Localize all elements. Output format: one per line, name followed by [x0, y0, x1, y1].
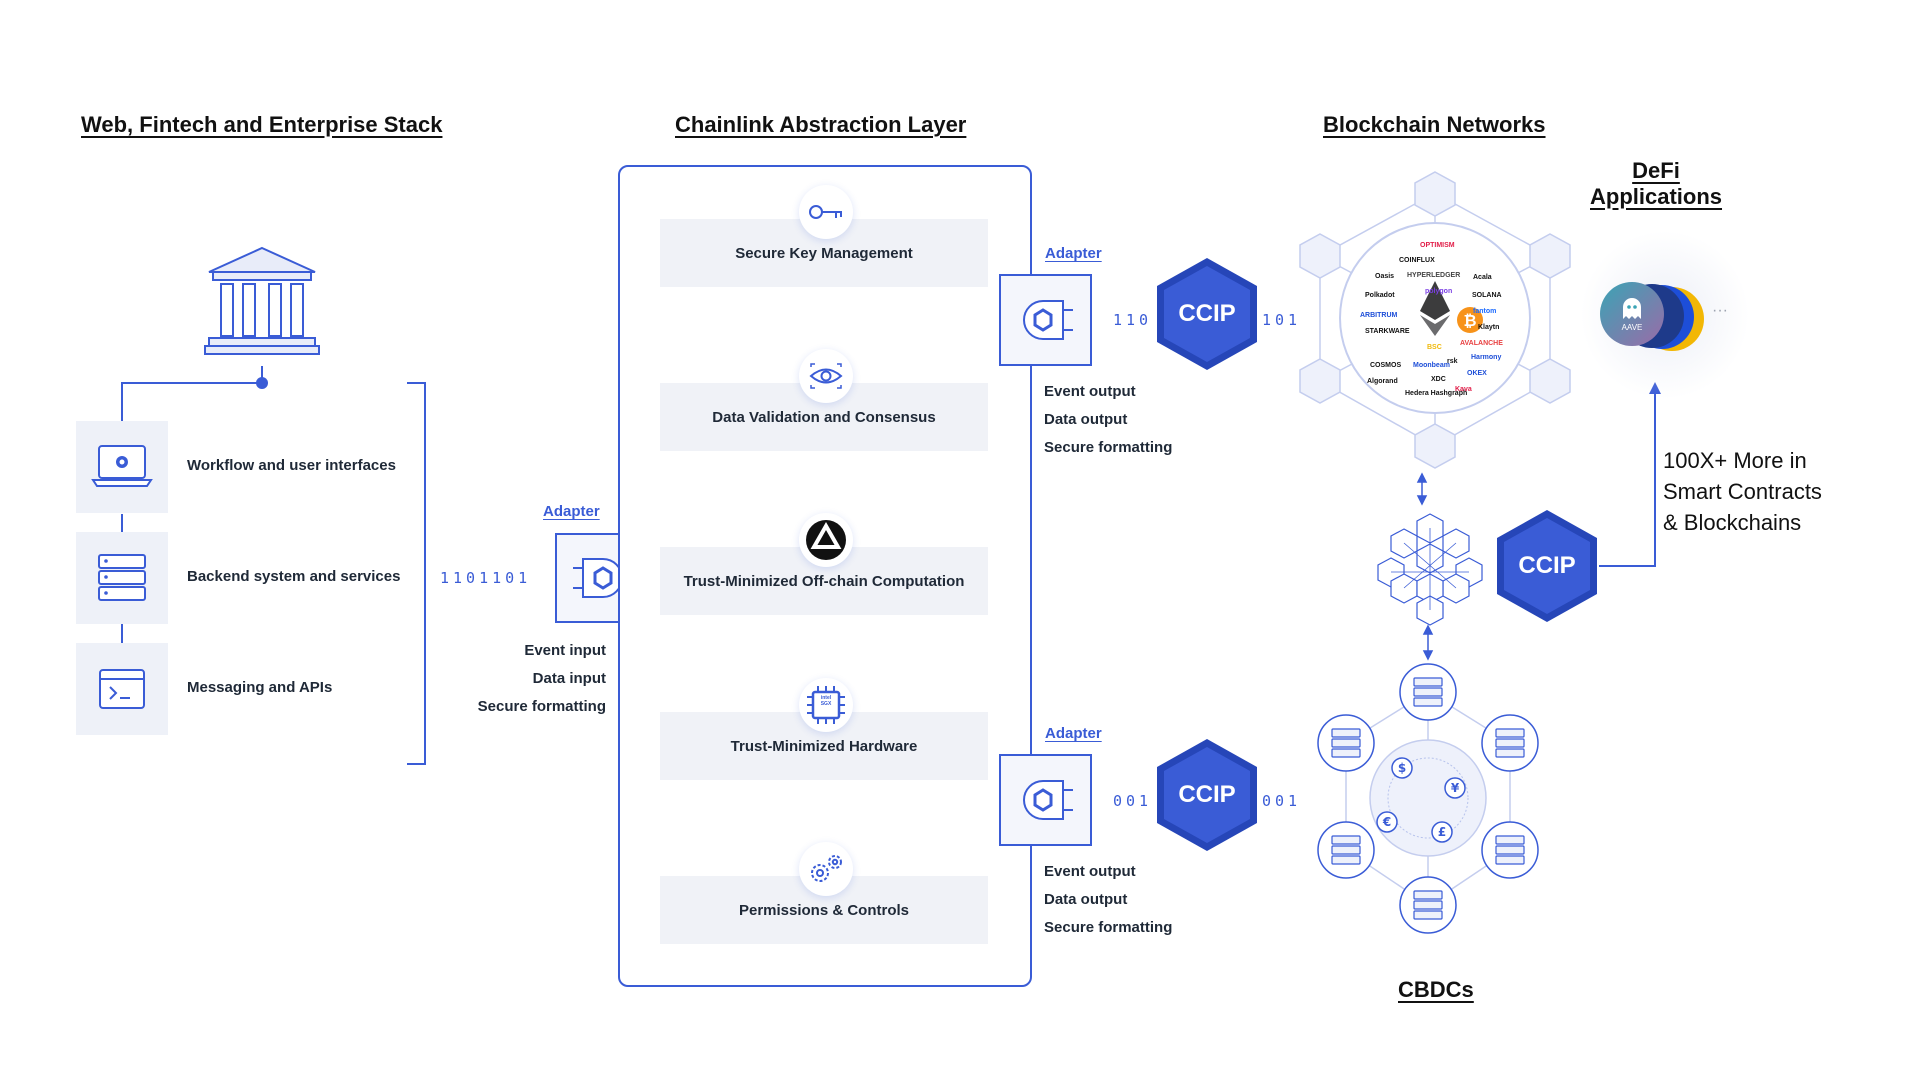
capability-label: Trust-Minimized Hardware	[730, 737, 918, 755]
defi-more-ellipsis: ···	[1712, 302, 1728, 319]
gears-icon	[799, 842, 853, 896]
top-adapter-binary-right: 101	[1262, 311, 1302, 329]
key-icon	[799, 185, 853, 239]
top-adapter-box	[999, 274, 1092, 366]
chain-logo: Moonbeam	[1413, 362, 1450, 369]
abstraction-layer-heading: Chainlink Abstraction Layer	[675, 112, 967, 137]
ccip-label: CCIP	[1178, 781, 1236, 808]
bottom-adapter-binary-right: 001	[1262, 792, 1302, 810]
io-item: Secure formatting	[1044, 439, 1173, 456]
io-item: Data input	[532, 670, 606, 687]
blockchain-network-graph: ₿	[1299, 171, 1571, 469]
top-adapter-io: Event output Data output Secure formatti…	[1044, 378, 1172, 462]
chain-logo: COSMOS	[1370, 362, 1402, 369]
adapter-plug-icon	[1023, 780, 1073, 820]
chain-logo: Harmony	[1471, 354, 1502, 361]
io-item: Event output	[1044, 863, 1136, 880]
capability-offchain-computation: Trust-Minimized Off-chain Computation	[660, 547, 988, 615]
chain-logo: fantom	[1473, 308, 1497, 315]
chain-logo: Klaytn	[1478, 324, 1500, 331]
stack-item-messaging: Messaging and APIs	[76, 643, 406, 737]
adapter-plug-icon	[573, 558, 623, 598]
aave-label: AAVE	[1621, 322, 1643, 332]
io-item: Data output	[1044, 891, 1128, 908]
chain-logo: AVALANCHE	[1460, 340, 1503, 347]
blockchain-networks-heading: Blockchain Networks	[1323, 112, 1546, 137]
abstraction-layer-panel: Secure Key Management Data Validation an…	[618, 165, 1032, 987]
defi-applications-heading: DeFi Applications	[1590, 158, 1723, 209]
chip-text: intel SGX	[820, 695, 832, 707]
aave-logo: AAVE	[1600, 282, 1664, 346]
chain-logo-cloud: OPTIMISM COINFLUX HYPERLEDGER Polkadot p…	[1355, 240, 1515, 400]
chain-logo: OKEX	[1467, 370, 1487, 377]
io-item: Event output	[1044, 383, 1136, 400]
svg-text:£: £	[1438, 825, 1446, 839]
io-item: Secure formatting	[1044, 919, 1173, 936]
left-adapter-binary: 1101101	[440, 569, 532, 587]
svg-text:$: $	[1398, 761, 1406, 775]
chain-logo: Oasis	[1375, 273, 1395, 280]
server-icon	[76, 532, 168, 624]
stack-item-label: Workflow and user interfaces	[187, 457, 396, 474]
ghost-icon	[1623, 297, 1641, 319]
chain-logo: Kava	[1455, 386, 1472, 393]
capability-label: Permissions & Controls	[738, 901, 910, 919]
stack-item-workflow: Workflow and user interfaces	[76, 421, 406, 515]
bottom-adapter-box	[999, 754, 1092, 846]
ccip-label: CCIP	[1178, 300, 1236, 327]
stack-item-label: Messaging and APIs	[187, 679, 333, 696]
chain-logo: HYPERLEDGER	[1407, 272, 1461, 279]
ccip-hexagon-middle: CCIP	[1495, 508, 1599, 624]
bottom-adapter-label: Adapter	[1045, 725, 1102, 742]
ccip-label: CCIP	[1518, 552, 1576, 579]
more-contracts-text: 100X+ More in Smart Contracts & Blockcha…	[1663, 448, 1822, 535]
chain-logo: BSC	[1427, 344, 1442, 351]
svg-text:₿: ₿	[1463, 311, 1476, 330]
chain-logo: Polkadot	[1365, 292, 1395, 299]
bank-building-icon	[204, 246, 320, 355]
svg-text:¥: ¥	[1451, 781, 1460, 795]
terminal-icon	[76, 643, 168, 735]
chain-logo: ARBITRUM	[1360, 312, 1398, 319]
chain-logo: COINFLUX	[1399, 257, 1435, 264]
cbdc-network-graph: $ ¥ € £	[1317, 663, 1539, 934]
io-item: Secure formatting	[477, 698, 606, 715]
chain-logo: SOLANA	[1472, 292, 1502, 299]
chain-logo: XDC	[1431, 376, 1446, 383]
left-adapter-io: Event input Data input Secure formatting	[470, 637, 606, 721]
chain-logo: rsk	[1447, 358, 1458, 365]
stack-item-label: Backend system and services	[187, 568, 401, 585]
interchain-honeycomb	[1377, 513, 1483, 626]
chain-logo: Acala	[1473, 274, 1492, 281]
top-adapter-label: Adapter	[1045, 245, 1102, 262]
stack-heading: Web, Fintech and Enterprise Stack	[81, 112, 443, 137]
ccip-hexagon-bottom: CCIP	[1155, 737, 1259, 853]
chainlink-compute-icon	[799, 513, 853, 567]
bottom-adapter-io: Event output Data output Secure formatti…	[1044, 858, 1172, 942]
chain-logo: STARKWARE	[1365, 328, 1410, 335]
stack-item-backend: Backend system and services	[76, 532, 406, 626]
chain-logo: polygon	[1425, 288, 1453, 295]
chain-logo: Algorand	[1367, 378, 1398, 385]
ccip-hexagon-top: CCIP	[1155, 256, 1259, 372]
io-item: Event input	[524, 642, 606, 659]
laptop-gear-icon	[76, 421, 168, 513]
capability-label: Data Validation and Consensus	[712, 408, 936, 426]
chain-logo: OPTIMISM	[1420, 242, 1455, 249]
capability-label: Trust-Minimized Off-chain Computation	[683, 572, 965, 590]
chain-logo: Hedera Hashgraph	[1405, 390, 1468, 397]
top-adapter-binary-left: 110	[1113, 311, 1153, 329]
svg-text:€: €	[1382, 815, 1391, 829]
adapter-plug-icon	[1023, 300, 1073, 340]
capability-label: Secure Key Management	[735, 244, 913, 262]
intel-sgx-chip-icon: intel SGX	[799, 678, 853, 732]
io-item: Data output	[1044, 411, 1128, 428]
cbdcs-heading: CBDCs	[1398, 977, 1474, 1002]
bottom-adapter-binary-left: 001	[1113, 792, 1153, 810]
left-adapter-label: Adapter	[543, 503, 600, 520]
eye-icon	[799, 349, 853, 403]
